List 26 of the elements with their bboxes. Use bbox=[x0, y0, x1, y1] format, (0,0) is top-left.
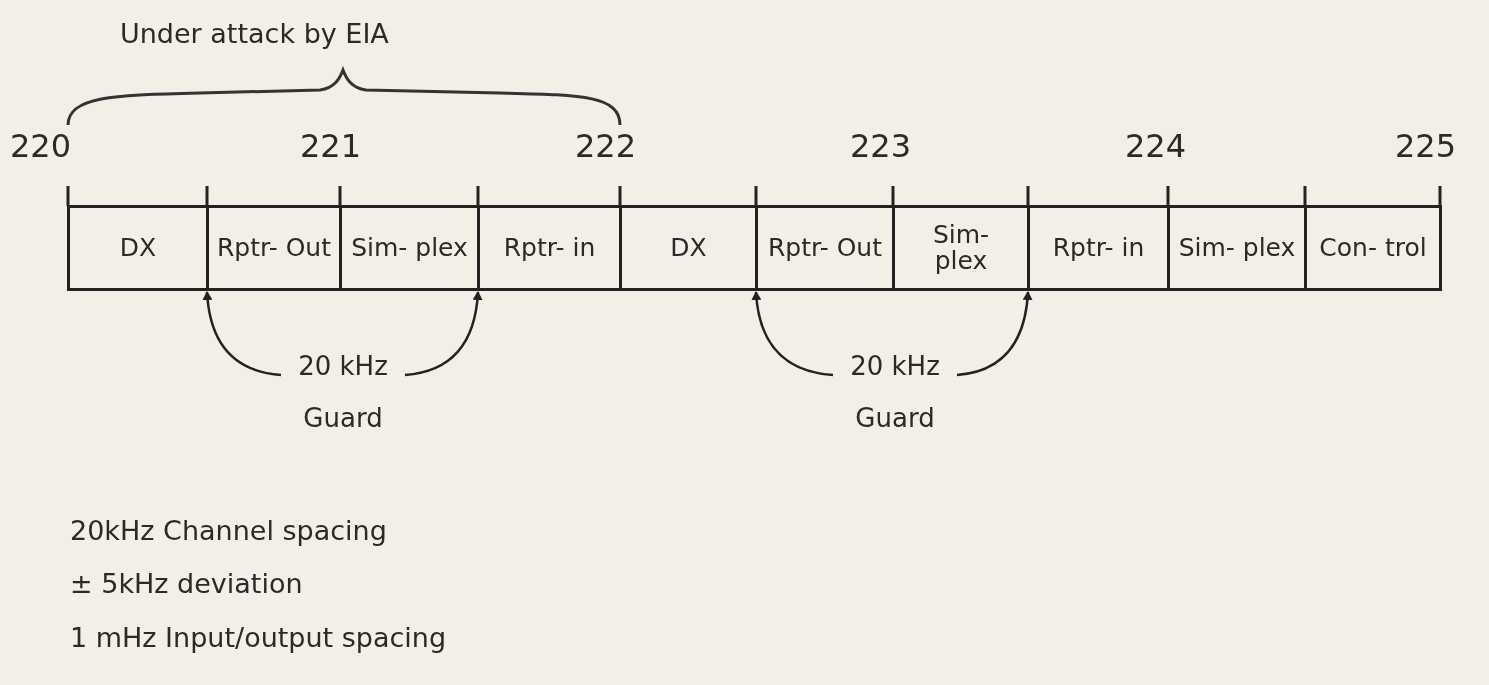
arrow bbox=[956, 291, 1033, 377]
frequency-label: 221 bbox=[300, 127, 362, 165]
channel-segment: Rptr- Out bbox=[206, 205, 339, 291]
arrow bbox=[751, 291, 834, 377]
brace-label: Under attack by EIA bbox=[120, 18, 389, 49]
frequency-label: 222 bbox=[575, 127, 637, 165]
channel-segment: Sim- plex bbox=[1167, 205, 1304, 291]
channel-segment: Rptr- in bbox=[1027, 205, 1167, 291]
frequency-label: 220 bbox=[10, 127, 72, 165]
note: 20kHz Channel spacing bbox=[70, 515, 387, 546]
note: ± 5kHz deviation bbox=[70, 568, 303, 599]
channel-segment: Rptr- Out bbox=[755, 205, 892, 291]
frequency-label: 224 bbox=[1125, 127, 1187, 165]
guard-label: 20 kHz Guard bbox=[283, 340, 403, 444]
channel-segment: DX bbox=[67, 205, 206, 291]
note: 1 mHz Input/output spacing bbox=[70, 622, 447, 653]
arrow bbox=[202, 291, 282, 377]
frequency-label: 225 bbox=[1395, 127, 1457, 165]
channel-segment: Con- trol bbox=[1304, 205, 1442, 291]
channel-segment: Sim- plex bbox=[339, 205, 477, 291]
guard-label: 20 kHz Guard bbox=[835, 340, 955, 444]
arrow bbox=[404, 291, 483, 377]
channel-segment: Sim- plex bbox=[892, 205, 1027, 291]
frequency-label: 223 bbox=[850, 127, 912, 165]
channel-segment: Rptr- in bbox=[477, 205, 619, 291]
channel-segment: DX bbox=[619, 205, 755, 291]
